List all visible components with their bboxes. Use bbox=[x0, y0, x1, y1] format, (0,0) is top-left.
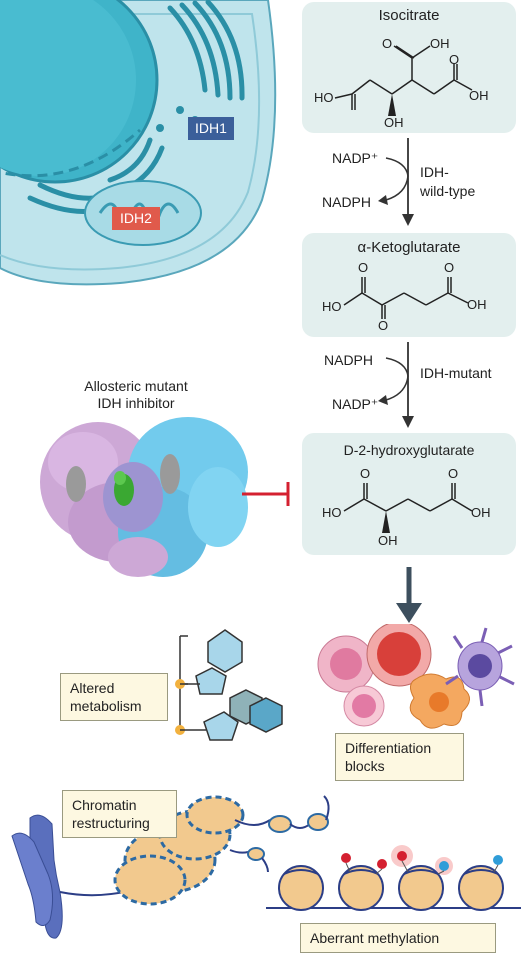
atom-o: O bbox=[382, 36, 393, 51]
isocitrate-name: Isocitrate bbox=[378, 7, 440, 24]
step1-cofactor-in: NADP⁺ bbox=[332, 150, 379, 166]
step2-cofactor-in: NADPH bbox=[324, 352, 374, 368]
altered-metabolism-note: Altered metabolism bbox=[60, 673, 168, 721]
atom-ho: HO bbox=[322, 299, 342, 314]
chromatin-line2: restructuring bbox=[72, 815, 150, 831]
d2hg-panel: D-2-hydroxyglutarate O O HO OH OH bbox=[302, 433, 516, 555]
step2-arrow bbox=[378, 342, 414, 428]
idh2-label: IDH2 bbox=[112, 207, 160, 230]
atom-o: O bbox=[444, 260, 455, 275]
protein-structure bbox=[40, 417, 248, 577]
cell-illustration bbox=[0, 0, 277, 286]
step1-enzyme-line2: wild-type bbox=[420, 183, 476, 199]
atom-oh: OH bbox=[467, 297, 487, 312]
alpha-kg-structure bbox=[343, 277, 469, 319]
inhibitor-line1: Allosteric mutant bbox=[84, 378, 188, 394]
chromatin-graphic bbox=[11, 795, 330, 939]
chromatin-line1: Chromatin bbox=[72, 797, 137, 813]
atom-o: O bbox=[378, 318, 389, 333]
inhibitor-line2: IDH inhibitor bbox=[97, 395, 175, 411]
idh1-label: IDH1 bbox=[188, 117, 234, 140]
atom-oh: OH bbox=[384, 115, 404, 130]
isocitrate-structure bbox=[334, 45, 473, 116]
atom-oh: OH bbox=[471, 505, 491, 520]
step1-cofactor-out: NADPH bbox=[322, 194, 372, 210]
metabolism-graphic bbox=[175, 629, 283, 741]
atom-o: O bbox=[360, 466, 371, 481]
step1-enzyme-line1: IDH- bbox=[420, 164, 449, 180]
differentiation-line1: Differentiation bbox=[345, 740, 432, 756]
isocitrate-panel: Isocitrate O O OH O O HO O OH OH O bbox=[302, 2, 516, 133]
differentiation-note: Differentiation blocks bbox=[335, 733, 464, 781]
methylation-note: Aberrant methylation bbox=[300, 923, 496, 953]
chromatin-note: Chromatin restructuring bbox=[62, 790, 177, 838]
atom-o: O bbox=[448, 466, 459, 481]
d2hg-name: D-2-hydroxyglutarate bbox=[343, 442, 475, 458]
step1-arrow bbox=[378, 138, 414, 226]
step2-enzyme: IDH-mutant bbox=[420, 365, 492, 381]
cells-graphic bbox=[317, 624, 515, 729]
atom-o: O bbox=[358, 260, 369, 275]
methylation-graphic bbox=[266, 845, 521, 911]
differentiation-line2: blocks bbox=[345, 758, 385, 774]
atom-oh: OH bbox=[378, 533, 398, 548]
d2hg-structure bbox=[343, 483, 473, 533]
step2-cofactor-out: NADP⁺ bbox=[332, 396, 379, 412]
atom-ho: HO bbox=[322, 505, 342, 520]
metabolism-line1: Altered bbox=[70, 680, 115, 696]
metabolism-line2: metabolism bbox=[70, 698, 142, 714]
inhibition-symbol bbox=[242, 482, 290, 506]
alpha-kg-panel: α-Ketoglutarate O O HO OH O bbox=[302, 233, 516, 337]
atom-oh: OH bbox=[430, 36, 450, 51]
atom-ho: HO bbox=[314, 90, 334, 105]
atom-oh: OH bbox=[469, 88, 489, 103]
effects-arrow bbox=[396, 567, 422, 623]
atom-o: O bbox=[449, 52, 460, 67]
alpha-kg-name: α-Ketoglutarate bbox=[357, 239, 461, 256]
